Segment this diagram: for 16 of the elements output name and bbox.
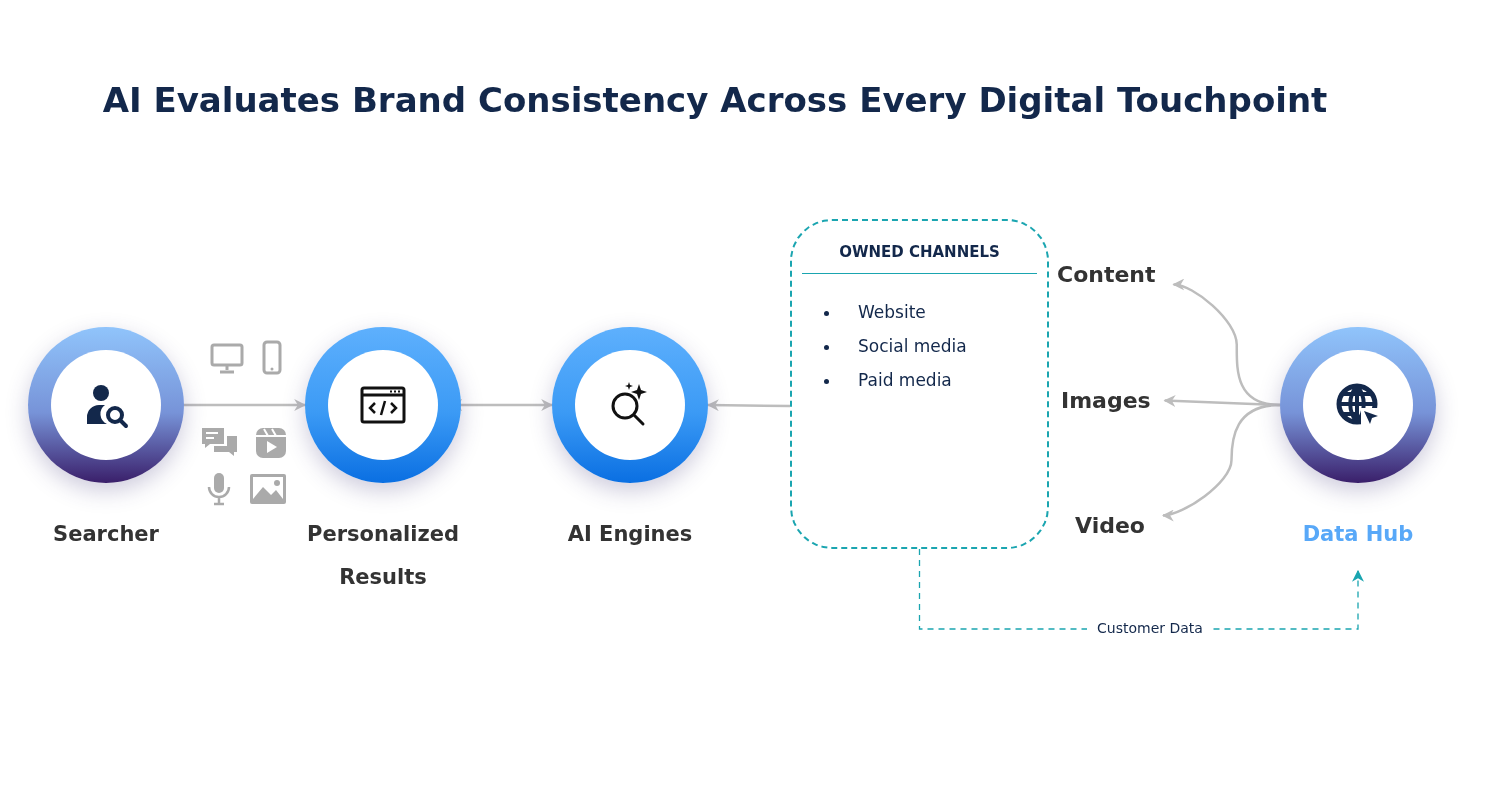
node-label: AI Engines bbox=[566, 521, 694, 548]
box-heading: OWNED CHANNELS bbox=[802, 243, 1037, 274]
node-label: Content bbox=[1057, 262, 1156, 287]
node-label: Data Hub bbox=[1301, 521, 1415, 548]
node-label: Personalized Results bbox=[306, 521, 460, 591]
arrow bbox=[184, 399, 307, 411]
node-label: Video bbox=[1075, 513, 1145, 538]
list-item: Paid media bbox=[858, 370, 952, 390]
node-label: Searcher bbox=[52, 521, 160, 548]
node-label: Images bbox=[1061, 388, 1151, 413]
list-item: Website bbox=[858, 302, 926, 322]
list-item: Social media bbox=[858, 336, 967, 356]
channels-box bbox=[790, 219, 1049, 549]
arrow bbox=[706, 399, 790, 412]
arrow bbox=[1161, 403, 1281, 521]
title: AI Evaluates Brand Consistency Across Every Digital Touchpoint bbox=[101, 80, 1329, 120]
